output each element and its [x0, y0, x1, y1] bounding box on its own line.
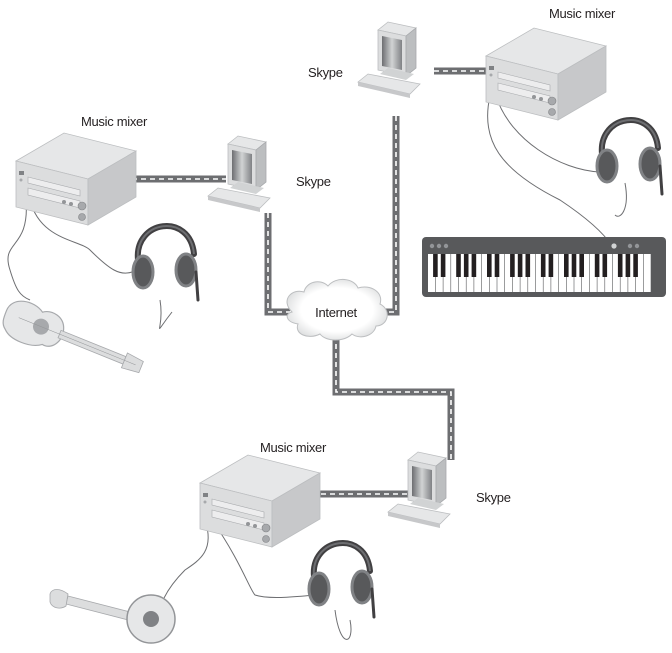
mixer-label-bottom: Music mixer [260, 440, 327, 455]
black-key [494, 254, 500, 277]
white-key [612, 254, 620, 292]
audio-cables [7, 95, 627, 640]
black-key [571, 254, 577, 277]
white-key [489, 254, 497, 292]
black-key [625, 254, 631, 277]
white-key [551, 254, 559, 292]
music-mixer-icon [15, 132, 137, 226]
link-left-computer-to-internet [264, 213, 290, 316]
mixer-label-top-right: Music mixer [549, 6, 616, 21]
white-key [528, 254, 536, 292]
black-key [487, 254, 492, 277]
white-key [505, 254, 513, 292]
black-key [579, 254, 584, 277]
white-key [620, 254, 628, 292]
black-key [617, 254, 623, 277]
cable-mixer-to-headset-left [29, 199, 133, 274]
cable-headset-right [614, 182, 627, 217]
headset-icon [597, 120, 662, 194]
link-topright-computer-to-internet [382, 116, 400, 316]
white-key [512, 254, 520, 292]
white-key [643, 254, 651, 292]
internet-label: Internet [315, 305, 357, 320]
station-bottom: Music mixer Skype [49, 440, 511, 644]
white-key [481, 254, 489, 292]
station-top-right: Music mixer Skype [308, 6, 666, 297]
white-key [435, 254, 443, 292]
music-mixer-icon [199, 454, 321, 548]
cable-headset-left [159, 299, 173, 330]
white-key [558, 254, 566, 292]
black-key [548, 254, 554, 277]
piano-keyboard-icon [422, 237, 666, 297]
banjo-icon [49, 589, 176, 644]
black-key [633, 254, 638, 277]
link-internet-to-bottom-computer [332, 335, 455, 460]
white-key [605, 254, 613, 292]
white-key [597, 254, 605, 292]
white-key [497, 254, 505, 292]
cable-mixer-to-guitar [7, 199, 31, 301]
black-key [471, 254, 477, 277]
cable-mixer-to-headset-bottom [211, 519, 317, 598]
desktop-computer-icon [387, 451, 451, 529]
black-key [433, 254, 438, 277]
white-key [428, 254, 436, 292]
black-key [564, 254, 569, 277]
headset-icon [133, 226, 198, 300]
acoustic-guitar-icon [2, 300, 144, 374]
black-key [456, 254, 461, 277]
black-key [525, 254, 531, 277]
white-key [474, 254, 482, 292]
white-key [582, 254, 590, 292]
music-mixer-icon [485, 27, 607, 121]
white-key [466, 254, 474, 292]
cable-mixer-to-keyboard [487, 95, 613, 247]
cable-headset-bottom [334, 609, 352, 640]
white-key [520, 254, 528, 292]
white-key [574, 254, 582, 292]
black-key [540, 254, 546, 277]
skype-label-bottom: Skype [476, 490, 511, 505]
white-key [566, 254, 574, 292]
mixer-label-left: Music mixer [81, 114, 148, 129]
white-key [589, 254, 597, 292]
white-key [543, 254, 551, 292]
cloud-icon [286, 279, 388, 341]
cable-mixer-to-banjo [163, 519, 209, 599]
white-key [535, 254, 543, 292]
internet-hub: Internet [286, 279, 388, 341]
station-left: Music mixer Skype [2, 114, 331, 374]
black-key [440, 254, 446, 277]
skype-label-left: Skype [296, 174, 331, 189]
black-key [602, 254, 608, 277]
skype-label-top-right: Skype [308, 65, 343, 80]
headset-icon [309, 543, 374, 617]
desktop-computer-icon [207, 135, 271, 213]
black-key [510, 254, 515, 277]
white-key [635, 254, 643, 292]
black-key [463, 254, 469, 277]
white-key [628, 254, 636, 292]
white-key [458, 254, 466, 292]
white-key [443, 254, 451, 292]
black-key [594, 254, 600, 277]
desktop-computer-icon [357, 21, 421, 99]
cable-mixer-to-headset-right [495, 95, 601, 173]
black-key [517, 254, 523, 277]
white-key [451, 254, 459, 292]
